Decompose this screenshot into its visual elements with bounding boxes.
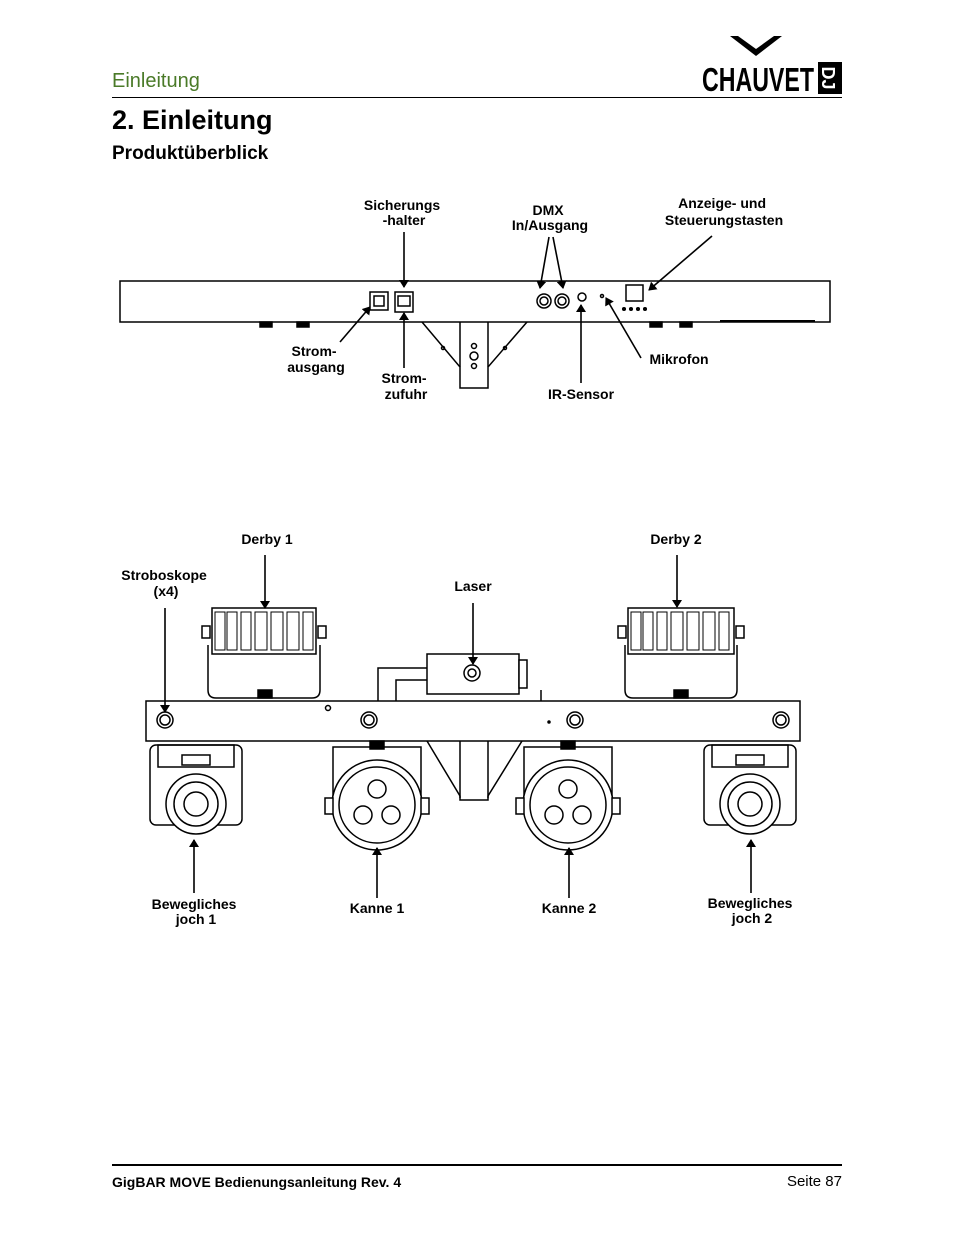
laser-unit	[377, 653, 542, 703]
strobes	[156, 711, 790, 729]
label-microphone: Mikrofon	[649, 351, 708, 367]
label-dmx: DMX In/Ausgang	[512, 202, 588, 233]
rear-bar-body	[119, 280, 831, 323]
display-screen	[625, 284, 644, 302]
dmx-out	[554, 293, 570, 309]
label-moving-yoke-1: Bewegliches joch 1	[152, 896, 241, 927]
par-can-1	[324, 740, 430, 851]
manual-title: GigBAR MOVE Bedienungsanleitung Rev. 4	[112, 1174, 402, 1190]
page-title: 2. Einleitung	[112, 105, 273, 135]
label-laser: Laser	[454, 578, 492, 594]
label-moving-yoke-2: Bewegliches joch 2	[708, 895, 797, 926]
label-derby-1: Derby 1	[241, 531, 293, 547]
section-subtitle: Produktüberblick	[112, 143, 269, 164]
ir-sensor-port	[577, 292, 587, 302]
moving-yoke-1	[149, 744, 243, 835]
front-bar-body	[145, 700, 801, 742]
label-power-in: Strom- zufuhr	[381, 370, 430, 402]
mount-bracket	[421, 321, 528, 389]
label-ir-sensor: IR-Sensor	[548, 386, 615, 402]
moving-yoke-2	[703, 744, 797, 835]
derby-1	[201, 607, 327, 699]
svg-text:DJ: DJ	[818, 66, 838, 89]
footer-divider	[112, 1164, 842, 1166]
label-power-out: Strom- ausgang	[287, 343, 345, 375]
label-display-controls: Anzeige- und Steuerungstasten	[665, 195, 783, 228]
front-view	[145, 607, 801, 851]
page-number: Seite 87	[786, 1173, 842, 1190]
label-par-2: Kanne 2	[542, 900, 597, 916]
dmx-in	[536, 293, 552, 309]
label-par-1: Kanne 1	[350, 900, 405, 916]
header-divider	[112, 97, 842, 98]
label-strobes: Stroboskope (x4)	[121, 567, 210, 599]
rear-view	[119, 280, 831, 389]
derby-2	[617, 607, 745, 699]
svg-text:CHAUVET: CHAUVET	[702, 61, 814, 96]
chauvet-dj-logo: CHAUVET DJ	[700, 36, 842, 96]
label-derby-2: Derby 2	[650, 531, 702, 547]
label-fuse-holder: Sicherungs -halter	[364, 197, 444, 228]
section-label: Einleitung	[112, 70, 200, 92]
microphone-port	[599, 293, 605, 299]
power-out-socket	[369, 291, 389, 311]
par-can-2	[515, 740, 621, 851]
